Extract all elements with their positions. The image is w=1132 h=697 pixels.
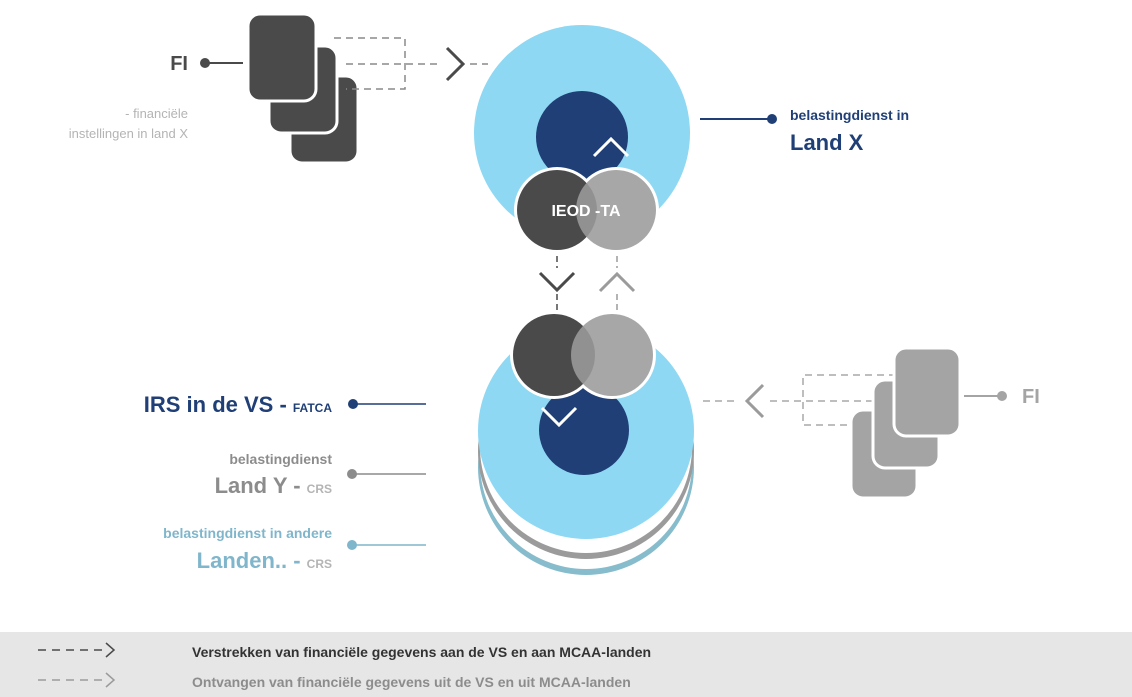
arrow-right-icon-top (445, 46, 466, 82)
dashed-arrow-right-gray-icon (38, 672, 116, 688)
legend-row-receive: Ontvangen van financiële gegevens uit de… (0, 666, 1132, 696)
andere-landen-label-line1: belastingdienst in andere (163, 525, 332, 541)
chevron-up-icon-top (592, 136, 630, 158)
irs-label: IRS in de VS - FATCA (144, 392, 333, 417)
fi-connector-bottom-right (964, 391, 1007, 401)
fi-connector-top-left (200, 58, 243, 68)
legend-text-provide: Verstrekken van financiële gegevens aan … (192, 644, 652, 660)
legend-text-receive: Ontvangen van financiële gegevens uit de… (192, 674, 631, 690)
andere-landen-connector (347, 540, 426, 550)
land-y-label-line1: belastingdienst (229, 451, 332, 467)
dashed-flow-bottom-right (703, 374, 896, 426)
bottom-venn (510, 311, 656, 399)
dashed-arrow-right-dark-icon (38, 642, 116, 658)
ieod-ta-label: IEOD -TA (551, 203, 620, 220)
fi-description-line1: - financiële (125, 106, 188, 121)
chevron-down-icon-middle (538, 271, 576, 293)
land-x-label-line1: belastingdienst in (790, 107, 909, 123)
dashed-flow-top-left (334, 37, 488, 90)
fi-documents-stack-bottom-right (849, 346, 962, 500)
fi-label-bottom-right: FI (1022, 386, 1040, 408)
exchange-down (538, 256, 576, 310)
chevron-down-icon-bottom (540, 406, 578, 428)
arrow-left-icon-bottom (744, 383, 765, 419)
fi-documents-stack-top-left (246, 12, 360, 165)
fi-label-top-left: FI (170, 53, 188, 75)
ieod-ta-venn (514, 167, 659, 253)
exchange-up (598, 256, 636, 310)
legend-row-provide: Verstrekken van financiële gegevens aan … (0, 636, 1132, 666)
fi-description-line2: instellingen in land X (69, 126, 189, 141)
land-y-label-line2: Land Y - CRS (215, 473, 332, 498)
land-y-connector (347, 469, 426, 479)
receiving-tax-authorities-stack (478, 323, 694, 575)
land-x-label-line2: Land X (790, 130, 864, 155)
land-x-connector (700, 114, 777, 124)
irs-connector (348, 399, 426, 409)
chevron-up-icon-middle (598, 271, 636, 293)
andere-landen-label-line2: Landen.. - CRS (197, 548, 332, 573)
legend: Verstrekken van financiële gegevens aan … (0, 632, 1132, 697)
